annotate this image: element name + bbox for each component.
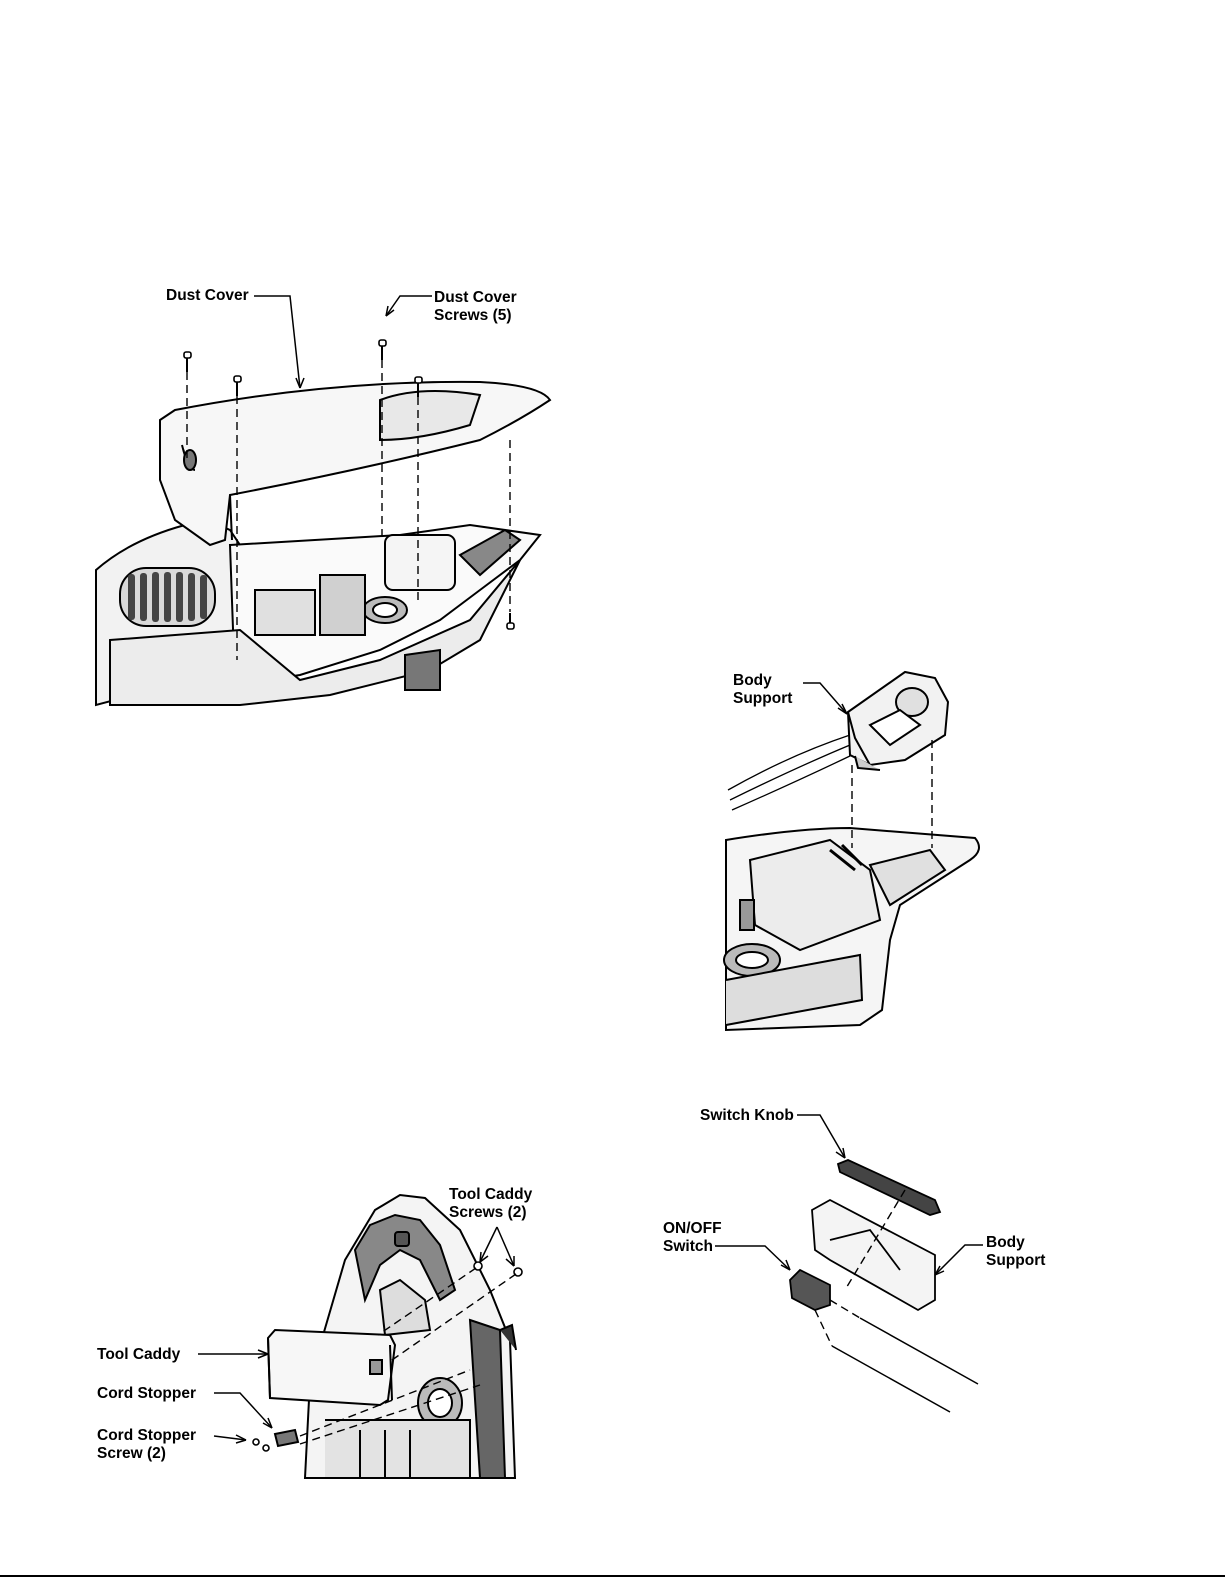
cord-stopper-screw-label: Cord Stopper Screw (2) [97,1427,196,1463]
tool-caddy-screws-leader [480,1227,497,1262]
cord-stopper-part [275,1430,298,1446]
tool-caddy-screws-label: Tool Caddy Screws (2) [449,1186,532,1222]
tool-caddy-screws-line2: Screws (2) [449,1204,532,1222]
cord-stopper-screw-line2: Screw (2) [97,1445,196,1463]
tool-caddy-screws-line1: Tool Caddy [449,1186,532,1204]
tool-caddy-label: Tool Caddy [97,1346,180,1364]
cord-stopper-screw-line1: Cord Stopper [97,1427,196,1445]
cord-stopper-label: Cord Stopper [97,1385,196,1403]
cord-stopper-screw-2 [263,1445,269,1451]
page-bottom-rule [0,1575,1225,1577]
cord-stopper-screw-1 [253,1439,259,1445]
